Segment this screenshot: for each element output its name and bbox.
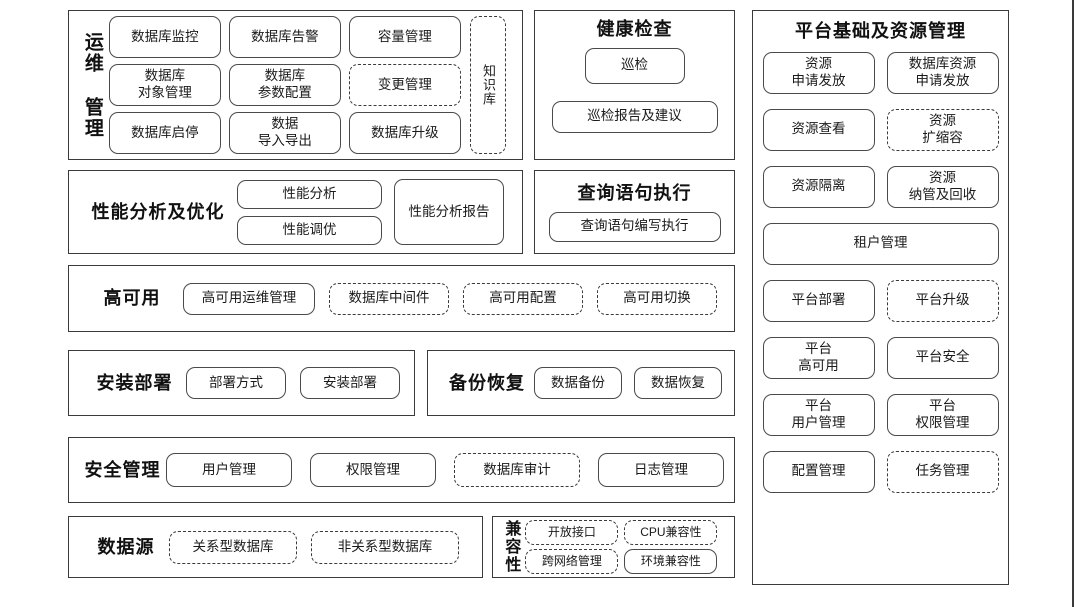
chip-platform-6[interactable]: 租户管理 [762,222,999,265]
chip-backup-1[interactable]: 数据恢复 [634,367,722,399]
chip-compat-1[interactable]: CPU兼容性 [624,520,718,545]
chip-platform-12[interactable]: 平台 权限管理 [886,393,999,436]
section-datasource-items: 关系型数据库 非关系型数据库 [169,530,459,564]
chip-ops-0[interactable]: 数据库监控 [108,16,221,58]
chip-platform-14[interactable]: 任务管理 [886,450,999,493]
section-platform-items: 资源 申请发放 数据库资源 申请发放 资源查看 资源 扩缩容 资源隔离 资源 纳… [762,51,999,493]
section-backup: 备份恢复 数据备份 数据恢复 [427,350,735,416]
chip-platform-4[interactable]: 资源隔离 [762,165,875,208]
chip-ha-1[interactable]: 数据库中间件 [329,282,449,315]
chip-ops-6[interactable]: 数据库启停 [108,112,221,154]
chip-ops-7[interactable]: 数据 导入导出 [228,112,341,154]
section-install-title: 安装部署 [96,372,173,393]
chip-compat-3[interactable]: 环境兼容性 [624,549,718,574]
section-platform-title: 平台基础及资源管理 [795,21,966,41]
chip-datasource-1[interactable]: 非关系型数据库 [311,530,459,564]
section-platform: 平台基础及资源管理 资源 申请发放 数据库资源 申请发放 资源查看 资源 扩缩容… [752,10,1009,585]
chip-ops-2[interactable]: 容量管理 [348,16,461,58]
chip-security-1[interactable]: 权限管理 [310,453,436,487]
section-compat-title: 兼容性 [502,520,520,574]
chip-ha-0[interactable]: 高可用运维管理 [183,282,315,315]
section-query-title: 查询语句执行 [577,183,692,204]
chip-security-3[interactable]: 日志管理 [598,453,724,487]
section-install: 安装部署 部署方式 安装部署 [68,350,415,416]
chip-datasource-0[interactable]: 关系型数据库 [169,530,297,564]
section-install-items: 部署方式 安装部署 [186,367,400,399]
chip-platform-13[interactable]: 配置管理 [762,450,875,493]
section-ha: 高可用 高可用运维管理 数据库中间件 高可用配置 高可用切换 [68,265,735,332]
chip-platform-8[interactable]: 平台升级 [886,279,999,322]
chip-ops-3[interactable]: 数据库 对象管理 [108,64,221,106]
chip-ops-1[interactable]: 数据库告警 [228,16,341,58]
section-datasource: 数据源 关系型数据库 非关系型数据库 [68,516,483,578]
chip-platform-1[interactable]: 数据库资源 申请发放 [886,51,999,94]
section-ha-items: 高可用运维管理 数据库中间件 高可用配置 高可用切换 [183,282,717,315]
section-datasource-title: 数据源 [97,536,155,557]
chip-backup-0[interactable]: 数据备份 [534,367,622,399]
section-security-title: 安全管理 [84,459,161,480]
chip-platform-2[interactable]: 资源查看 [762,108,875,151]
chip-query-0[interactable]: 查询语句编写执行 [548,211,721,242]
chip-ops-knowledge-base[interactable]: 知识库 [469,16,506,154]
chip-security-2[interactable]: 数据库审计 [454,453,580,487]
section-ops-title: 运维 管理 [81,31,103,139]
chip-platform-9[interactable]: 平台 高可用 [762,336,875,379]
chip-ops-8[interactable]: 数据库升级 [348,112,461,154]
chip-ops-5[interactable]: 变更管理 [348,64,461,106]
chip-platform-5[interactable]: 资源 纳管及回收 [886,165,999,208]
section-ops: 运维 管理 数据库监控 数据库告警 容量管理 数据库 对象管理 数据库 参数配置… [68,10,523,160]
chip-ops-4[interactable]: 数据库 参数配置 [228,64,341,106]
chip-install-0[interactable]: 部署方式 [186,367,286,399]
chip-security-0[interactable]: 用户管理 [166,453,292,487]
chip-perf-0[interactable]: 性能分析 [237,179,382,209]
section-perf-title: 性能分析及优化 [91,201,225,222]
chip-platform-10[interactable]: 平台安全 [886,336,999,379]
section-perf: 性能分析及优化 性能分析 性能调优 性能分析报告 [68,170,523,254]
section-backup-items: 数据备份 数据恢复 [534,367,722,399]
chip-ha-3[interactable]: 高可用切换 [597,282,717,315]
chip-perf-2[interactable]: 性能分析报告 [394,179,504,245]
chip-perf-1[interactable]: 性能调优 [237,215,382,245]
section-compat: 兼容性 开放接口 CPU兼容性 跨网络管理 环境兼容性 [492,516,735,578]
section-ops-items: 数据库监控 数据库告警 容量管理 数据库 对象管理 数据库 参数配置 变更管理 … [108,16,461,154]
chip-platform-3[interactable]: 资源 扩缩容 [886,108,999,151]
section-perf-stack: 性能分析 性能调优 [237,179,382,245]
section-health: 健康检查 巡检 巡检报告及建议 [534,10,735,160]
section-backup-title: 备份恢复 [449,372,525,393]
chip-health-1[interactable]: 巡检报告及建议 [551,100,718,133]
section-ha-title: 高可用 [103,288,161,309]
section-health-title: 健康检查 [596,19,673,39]
chip-install-1[interactable]: 安装部署 [300,367,400,399]
section-compat-items: 开放接口 CPU兼容性 跨网络管理 环境兼容性 [525,520,718,574]
chip-platform-11[interactable]: 平台 用户管理 [762,393,875,436]
chip-platform-0[interactable]: 资源 申请发放 [762,51,875,94]
chip-platform-7[interactable]: 平台部署 [762,279,875,322]
chip-ha-2[interactable]: 高可用配置 [463,282,583,315]
section-security: 安全管理 用户管理 权限管理 数据库审计 日志管理 [68,437,735,503]
section-security-items: 用户管理 权限管理 数据库审计 日志管理 [166,453,724,487]
chip-compat-2[interactable]: 跨网络管理 [525,549,619,574]
chip-compat-0[interactable]: 开放接口 [525,520,619,545]
outer-frame-edge [1072,0,1074,607]
section-query: 查询语句执行 查询语句编写执行 [534,170,735,254]
chip-health-0[interactable]: 巡检 [584,47,685,84]
